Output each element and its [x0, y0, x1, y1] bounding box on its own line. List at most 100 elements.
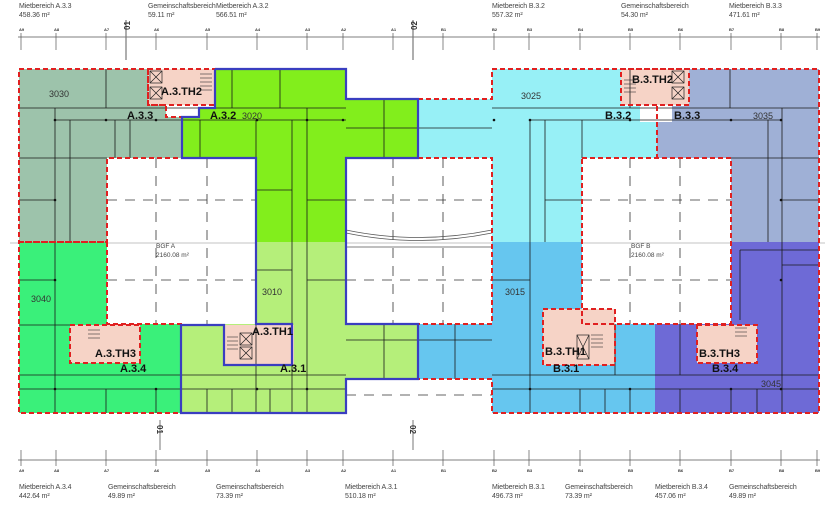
bgf-a-name: BGF A	[156, 243, 176, 250]
svg-text:B3: B3	[527, 27, 533, 32]
svg-text:B7: B7	[729, 468, 735, 473]
svg-text:A9: A9	[19, 468, 25, 473]
svg-text:A7: A7	[104, 27, 110, 32]
svg-text:B4: B4	[578, 468, 584, 473]
zone-labels: A.3.TH2 A.3.3 A.3.2 A.3.TH1 A.3.TH3 A.3.…	[95, 74, 740, 375]
label-b3th1: B.3.TH1	[545, 346, 586, 358]
svg-text:A3: A3	[305, 468, 311, 473]
svg-text:A4: A4	[255, 468, 261, 473]
label-b3th3: B.3.TH3	[699, 348, 740, 360]
svg-text:B6: B6	[678, 27, 684, 32]
red-boundaries	[18, 68, 820, 414]
svg-text:B2: B2	[492, 468, 498, 473]
zone-fills	[19, 69, 819, 413]
interior-walls	[19, 69, 819, 413]
axis-labels: A9 A8 A7 A6 A5 A4 A3 A2 A1 B1 B2 B3 B4 B…	[19, 21, 821, 473]
zone-a33	[19, 69, 182, 242]
zone-b32	[418, 69, 657, 242]
svg-text:A2: A2	[341, 27, 347, 32]
svg-text:A9: A9	[19, 27, 25, 32]
svg-text:3010: 3010	[262, 287, 282, 297]
label-a3th1: A.3.TH1	[252, 326, 293, 338]
svg-text:B5: B5	[628, 468, 634, 473]
svg-text:A4: A4	[255, 27, 261, 32]
stair-icons	[88, 73, 747, 350]
section-marker-01-top: 01	[123, 21, 132, 30]
svg-text:3020: 3020	[242, 111, 262, 121]
bgf-a-size: 2160.08 m²	[156, 252, 190, 259]
stair-ath3	[70, 325, 140, 363]
svg-text:B8: B8	[779, 27, 785, 32]
svg-text:B4: B4	[578, 27, 584, 32]
bgf-b-size: 2160.08 m²	[631, 252, 665, 259]
svg-text:A8: A8	[54, 468, 60, 473]
svg-text:A5: A5	[205, 27, 211, 32]
label-b31: B.3.1	[553, 363, 579, 375]
zone-b31	[418, 242, 655, 413]
svg-text:A5: A5	[205, 468, 211, 473]
svg-text:A7: A7	[104, 468, 110, 473]
svg-text:A6: A6	[154, 27, 160, 32]
structural-grid	[107, 158, 731, 396]
svg-text:3040: 3040	[31, 294, 51, 304]
label-a3th2: A.3.TH2	[161, 86, 202, 98]
svg-text:B3: B3	[527, 468, 533, 473]
svg-text:A6: A6	[154, 468, 160, 473]
svg-text:B6: B6	[678, 468, 684, 473]
label-a31: A.3.1	[280, 363, 306, 375]
zone-a32	[182, 69, 418, 242]
svg-text:A1: A1	[391, 27, 397, 32]
svg-text:3025: 3025	[521, 91, 541, 101]
label-a34: A.3.4	[120, 363, 147, 375]
svg-text:A1: A1	[391, 468, 397, 473]
label-b32: B.3.2	[605, 110, 631, 122]
bgf-b-name: BGF B	[631, 243, 651, 250]
column-dots	[53, 118, 783, 391]
elevator-icons	[149, 70, 685, 360]
svg-text:B9: B9	[815, 468, 821, 473]
svg-text:B1: B1	[441, 468, 447, 473]
label-b3th2: B.3.TH2	[632, 74, 673, 86]
stair-bth3	[697, 325, 757, 363]
room-numbers: 3030 3020 3010 3040 3025 3035 3015 3045	[31, 89, 781, 389]
svg-text:B8: B8	[779, 468, 785, 473]
svg-text:A3: A3	[305, 27, 311, 32]
label-a32: A.3.2	[210, 110, 236, 122]
svg-text:B5: B5	[628, 27, 634, 32]
svg-text:3030: 3030	[49, 89, 69, 99]
section-marker-01-bottom: 01	[155, 425, 164, 434]
label-a3th3: A.3.TH3	[95, 348, 136, 360]
svg-text:B2: B2	[492, 27, 498, 32]
svg-text:A8: A8	[54, 27, 60, 32]
svg-text:B7: B7	[729, 27, 735, 32]
zone-a31	[181, 242, 418, 413]
svg-text:A2: A2	[341, 468, 347, 473]
label-a33: A.3.3	[127, 110, 153, 122]
label-b33: B.3.3	[674, 110, 700, 122]
svg-text:B9: B9	[815, 27, 821, 32]
svg-text:3045: 3045	[761, 379, 781, 389]
bridge-curve	[345, 229, 493, 248]
svg-text:B1: B1	[441, 27, 447, 32]
blue-boundaries	[179, 67, 420, 415]
zone-b33	[657, 69, 819, 242]
svg-text:3015: 3015	[505, 287, 525, 297]
label-b34: B.3.4	[712, 363, 739, 375]
svg-text:3035: 3035	[753, 111, 773, 121]
axis-grid	[10, 20, 825, 466]
